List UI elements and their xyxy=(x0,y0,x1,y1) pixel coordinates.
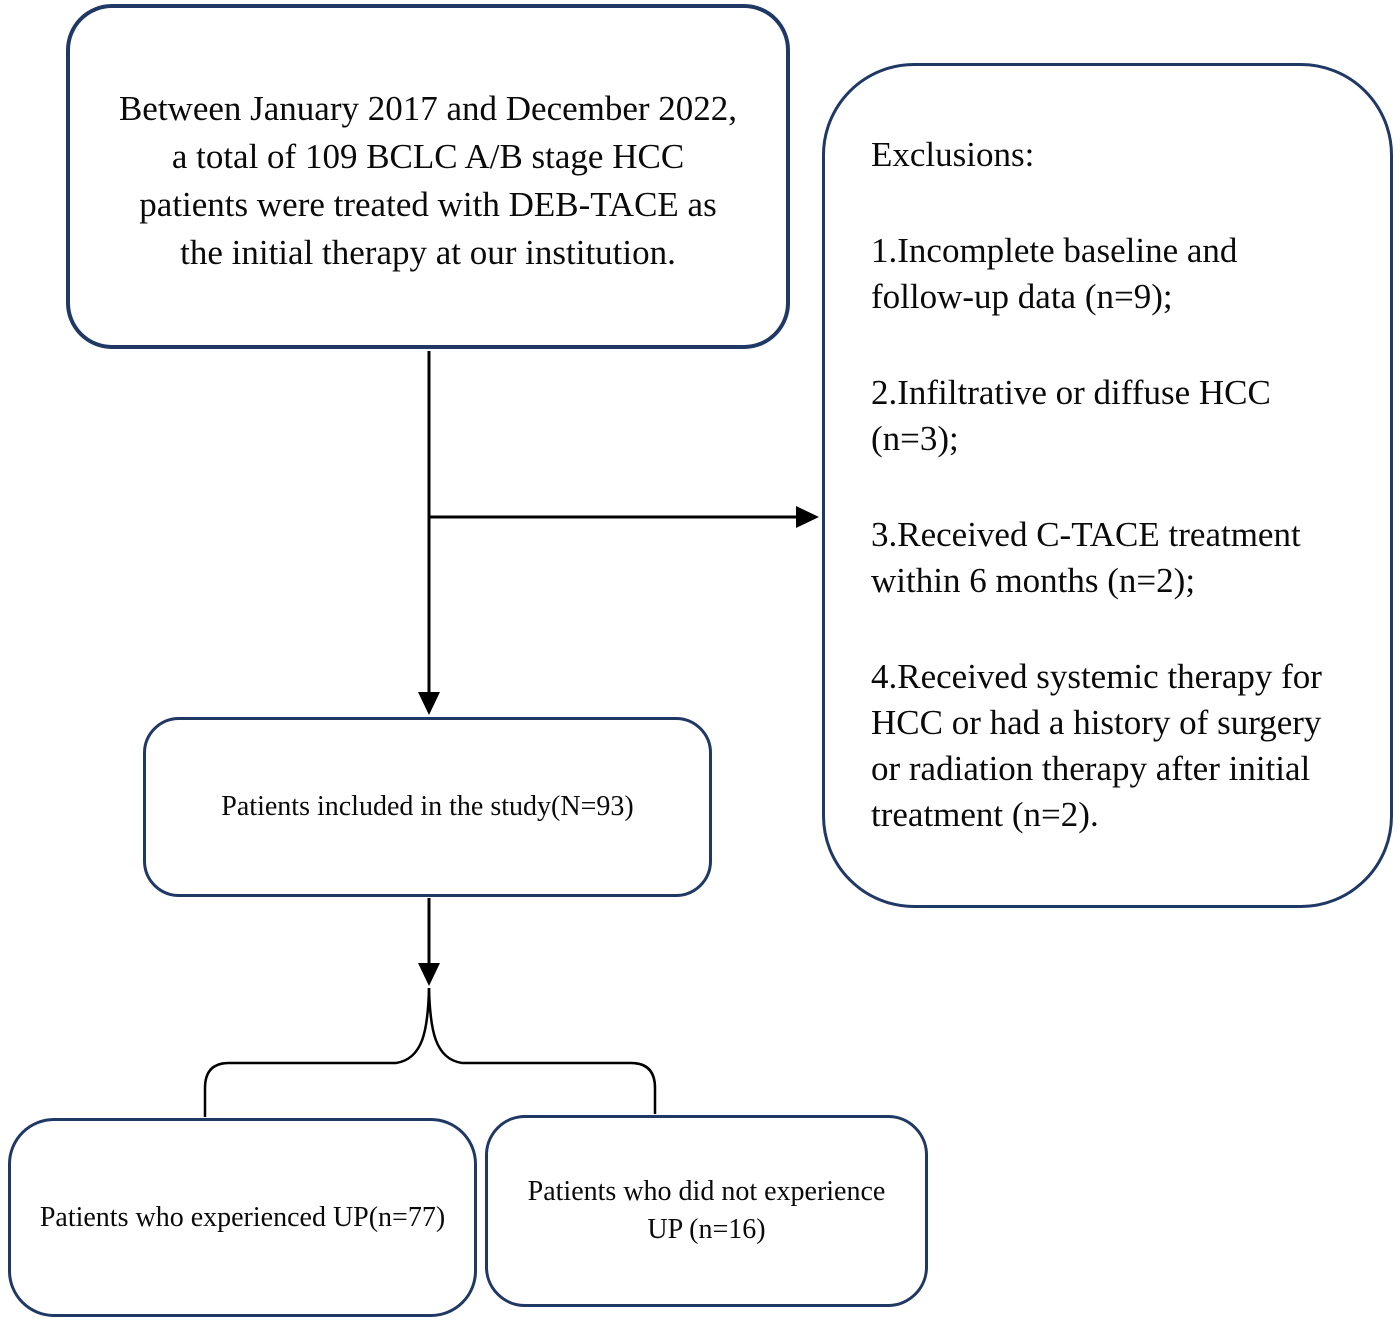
box-initial-cohort: Between January 2017 and December 2022, … xyxy=(66,4,790,349)
exclusions-title: Exclusions: xyxy=(871,135,1035,174)
exclusion-item: 1.Incomplete baseline and follow-up data… xyxy=(871,231,1238,316)
exclusion-item: 2.Infiltrative or diffuse HCC (n=3); xyxy=(871,373,1271,458)
included-patients-label: Patients included in the study(N=93) xyxy=(221,791,634,822)
box-exclusions: Exclusions: 1.Incomplete baseline and fo… xyxy=(822,63,1393,908)
exclusion-item: 3.Received C-TACE treatment within 6 mon… xyxy=(871,515,1301,600)
split-brace-right xyxy=(427,987,657,1114)
initial-cohort-line: a total of 109 BCLC A/B stage HCC xyxy=(171,136,685,176)
no-up-label-line: Patients who did not experience xyxy=(527,1176,886,1207)
arrowhead-right-exclusions xyxy=(796,506,819,528)
exclusion-item: 4.Received systemic therapy for HCC or h… xyxy=(871,657,1322,834)
experienced-up-label: Patients who experienced UP(n=77) xyxy=(39,1201,446,1233)
box-experienced-up: Patients who experienced UP(n=77) xyxy=(8,1118,477,1317)
box-included-patients: Patients included in the study(N=93) xyxy=(143,717,712,897)
no-up-label-line: UP (n=16) xyxy=(647,1214,766,1245)
arrowhead-down-split xyxy=(418,963,440,986)
initial-cohort-line: patients were treated with DEB-TACE as xyxy=(139,184,717,224)
split-brace-left xyxy=(203,987,431,1117)
initial-cohort-line: Between January 2017 and December 2022, xyxy=(118,88,738,128)
box-no-up: Patients who did not experience UP (n=16… xyxy=(485,1115,928,1307)
arrowhead-down-included xyxy=(418,692,440,715)
initial-cohort-line: the initial therapy at our institution. xyxy=(180,232,676,272)
